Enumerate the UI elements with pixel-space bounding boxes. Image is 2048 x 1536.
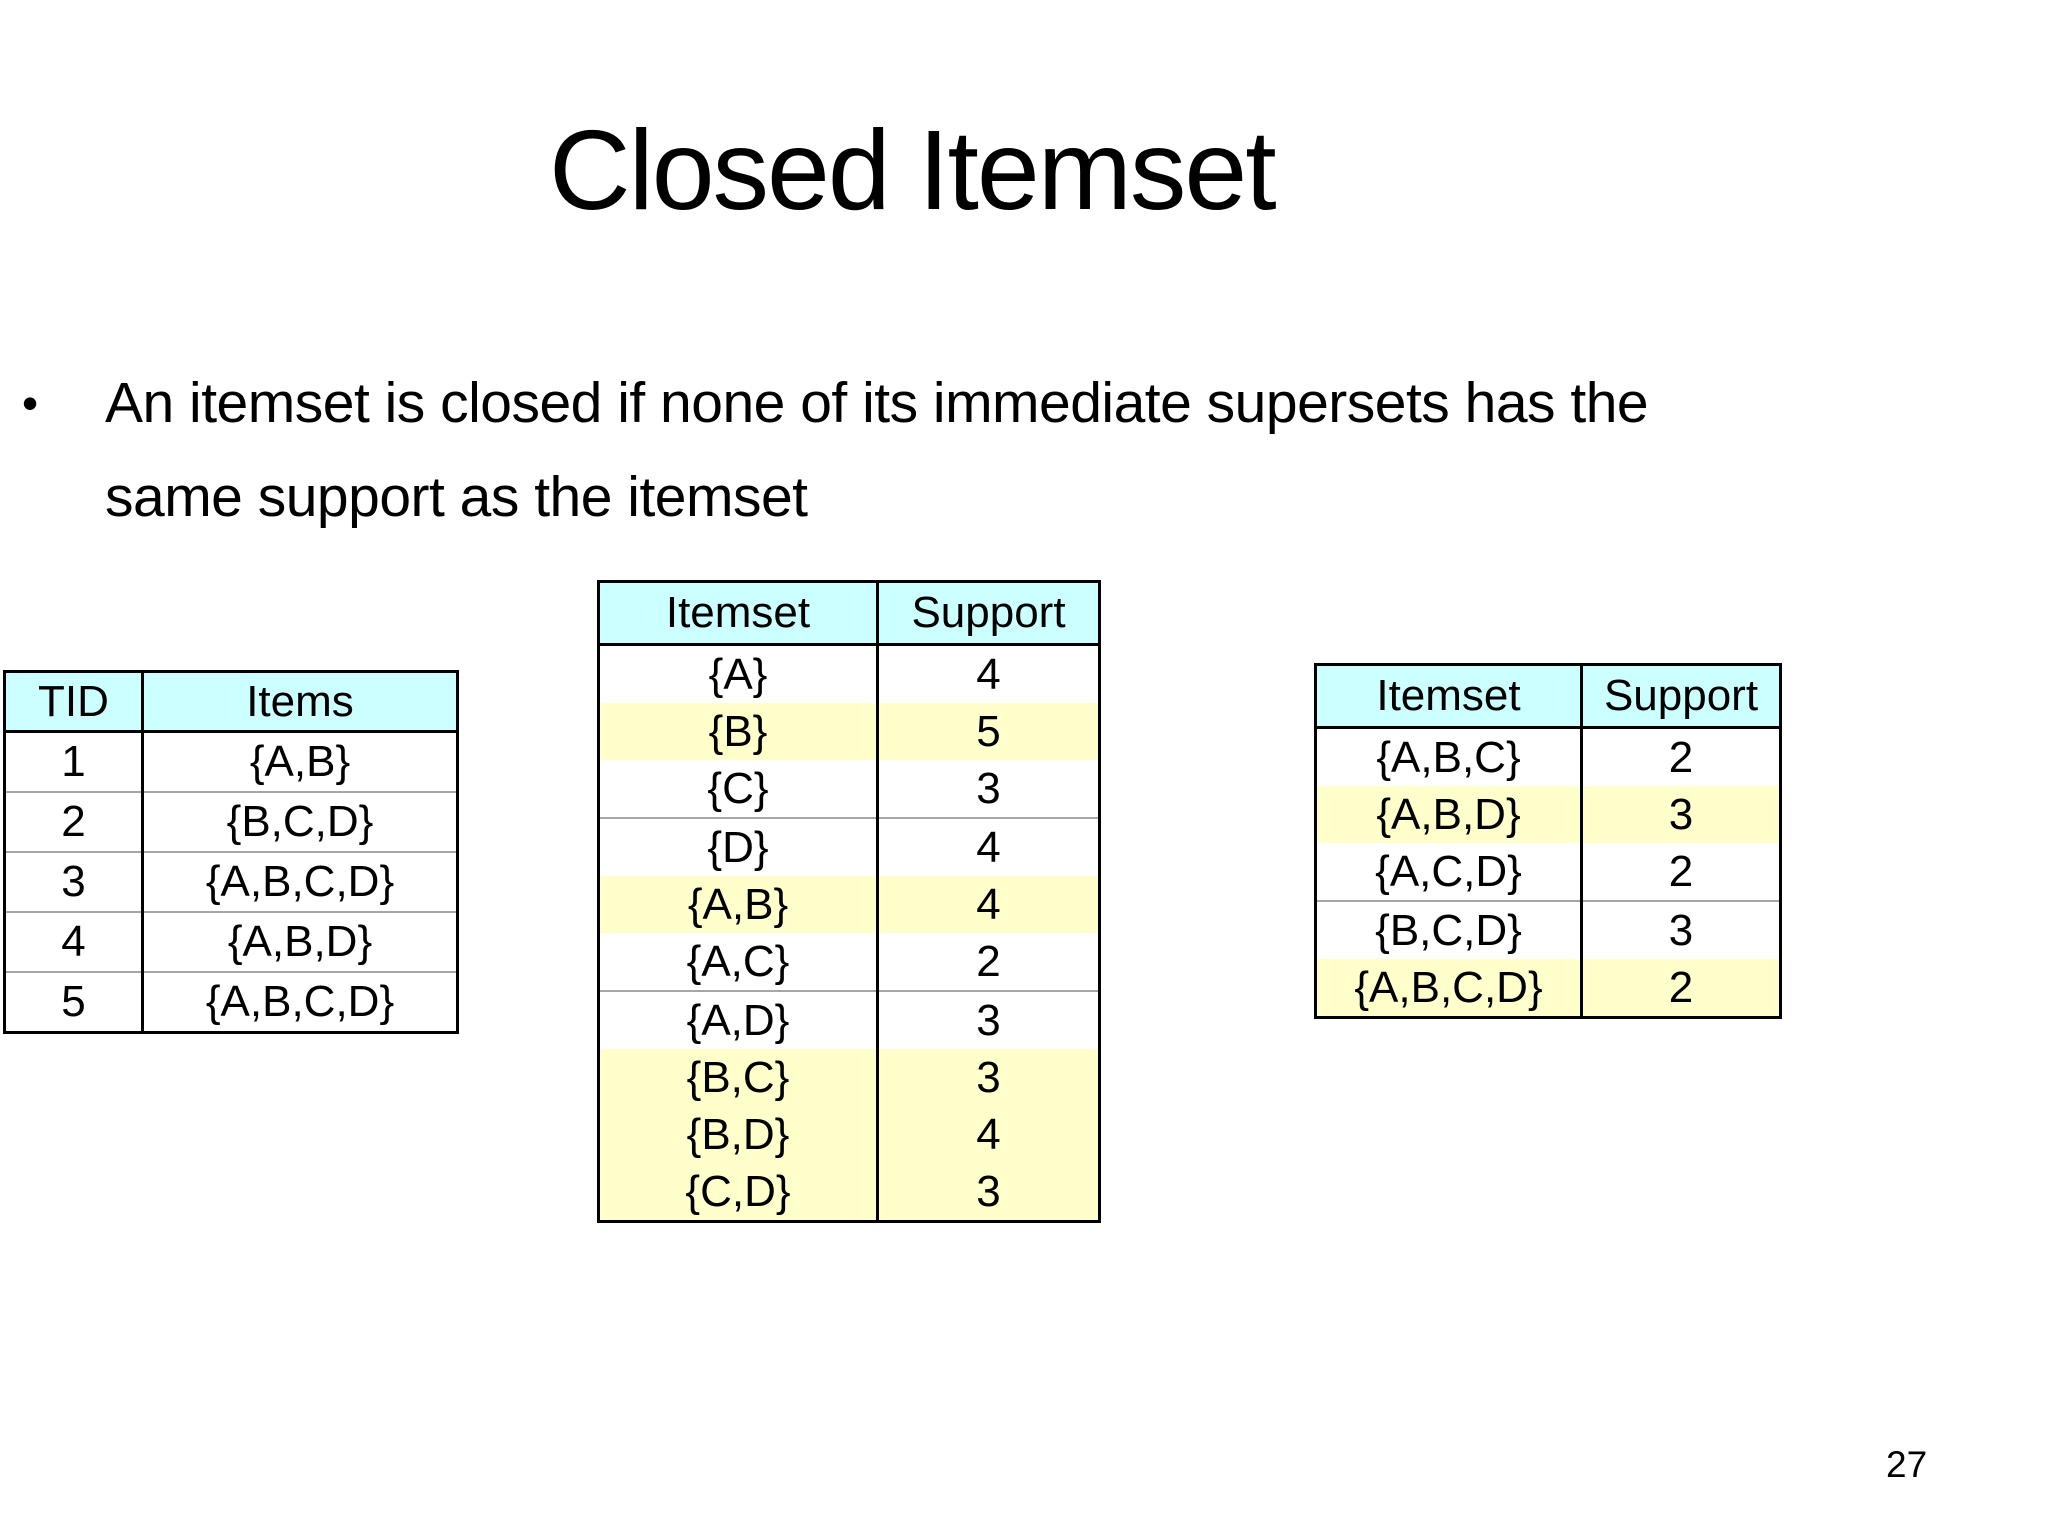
page-number: 27: [1886, 1444, 1928, 1485]
table-row: 2 {B,C,D}: [4, 791, 458, 852]
cell-support: 4: [877, 817, 1100, 876]
cell-tid: 3: [4, 851, 144, 912]
cell-items: {A,B}: [249, 737, 351, 786]
cell-support: 5: [877, 703, 1100, 760]
cell-support: 3: [976, 763, 1001, 813]
cell-support: 3: [877, 990, 1100, 1049]
table-row: {A,B,C,D} 2: [1315, 959, 1781, 1018]
cell-itemset: {B,C,D}: [1315, 900, 1583, 959]
table-row: {A,B,C} 2: [1315, 727, 1781, 786]
cell-itemset: {A,B,D}: [1315, 786, 1583, 843]
cell-support: 3: [1581, 786, 1781, 843]
header-support: Support: [877, 581, 1100, 646]
cell-support: 2: [1668, 846, 1694, 896]
bullet-icon: •: [22, 377, 39, 429]
table-row: 5 {A,B,C,D}: [4, 971, 458, 1033]
table-row: 3 {A,B,C,D}: [4, 851, 458, 912]
table-row: {A,C} 2: [598, 933, 1100, 991]
cell-itemset: {A,B}: [598, 876, 879, 933]
cell-itemset: {B}: [598, 703, 879, 760]
cell-tid: 2: [4, 791, 144, 852]
cell-support: 3: [1581, 900, 1781, 959]
header-items: Items: [142, 671, 458, 733]
table-row: {C} 3: [598, 760, 1100, 818]
table-row: {D} 4: [598, 817, 1100, 876]
bullet-line-2: same support as the itemset: [105, 465, 808, 529]
cell-support: 4: [877, 876, 1100, 933]
cell-itemset: {B,C}: [598, 1049, 879, 1106]
table-row: {A,D} 3: [598, 990, 1100, 1049]
header-support: Support: [1581, 664, 1781, 729]
cell-support: 4: [877, 1106, 1100, 1163]
itemset-support-table: Itemset Support {A} 4 {B} 5 {C} 3 {D} 4 …: [597, 580, 1101, 1223]
table-header-row: Itemset Support: [1315, 664, 1781, 729]
cell-itemset: {C}: [598, 760, 879, 818]
table-row: {B,C} 3: [598, 1049, 1100, 1106]
cell-support: 2: [1581, 959, 1781, 1018]
cell-itemset: {C,D}: [598, 1163, 879, 1222]
cell-support: 2: [1668, 732, 1694, 782]
cell-support: 4: [976, 649, 1001, 699]
bullet-line-1: An itemset is closed if none of its imme…: [105, 371, 1649, 435]
cell-tid: 4: [4, 911, 144, 972]
table-row: 1 {A,B}: [4, 731, 458, 792]
cell-itemset: {B,D}: [598, 1106, 879, 1163]
cell-items: {A,B,C,D}: [142, 971, 458, 1033]
header-itemset: Itemset: [1315, 664, 1583, 729]
header-itemset: Itemset: [598, 581, 879, 646]
table-row: {A,C,D} 2: [1315, 843, 1781, 901]
slide-title: Closed Itemset: [549, 107, 1277, 233]
cell-items: {B,C,D}: [142, 791, 458, 852]
cell-itemset: {D}: [598, 817, 879, 876]
superset-support-table: Itemset Support {A,B,C} 2 {A,B,D} 3 {A,C…: [1314, 663, 1782, 1019]
cell-itemset: {A,D}: [598, 990, 879, 1049]
table-row: 4 {A,B,D}: [4, 911, 458, 972]
cell-itemset: {A,B,C}: [1315, 727, 1583, 786]
table-row: {B,D} 4: [598, 1106, 1100, 1163]
cell-tid: 1: [4, 731, 144, 792]
table-row: {B,C,D} 3: [1315, 900, 1781, 959]
cell-itemset: {A}: [598, 644, 879, 703]
transactions-table: TID Items 1 {A,B} 2 {B,C,D} 3 {A,B,C,D} …: [3, 670, 459, 1034]
table-header-row: Itemset Support: [598, 581, 1100, 646]
table-row: {C,D} 3: [598, 1163, 1100, 1222]
table-row: {A} 4: [598, 644, 1100, 703]
table-row: {A,B,D} 3: [1315, 786, 1781, 843]
table-header-row: TID Items: [4, 671, 458, 733]
cell-itemset: {A,C}: [598, 933, 879, 991]
cell-support: 3: [877, 1049, 1100, 1106]
header-tid: TID: [4, 671, 144, 733]
cell-itemset: {A,B,C,D}: [1315, 959, 1583, 1018]
cell-tid: 5: [4, 971, 144, 1033]
table-row: {A,B} 4: [598, 876, 1100, 933]
bullet-item: An itemset is closed if none of its imme…: [105, 356, 1649, 544]
cell-itemset: {A,C,D}: [1315, 843, 1583, 901]
bullet-list: • An itemset is closed if none of its im…: [22, 356, 1649, 544]
cell-items: {A,B,D}: [142, 911, 458, 972]
cell-support: 2: [976, 936, 1001, 986]
table-row: {B} 5: [598, 703, 1100, 760]
cell-support: 3: [877, 1163, 1100, 1222]
cell-items: {A,B,C,D}: [142, 851, 458, 912]
